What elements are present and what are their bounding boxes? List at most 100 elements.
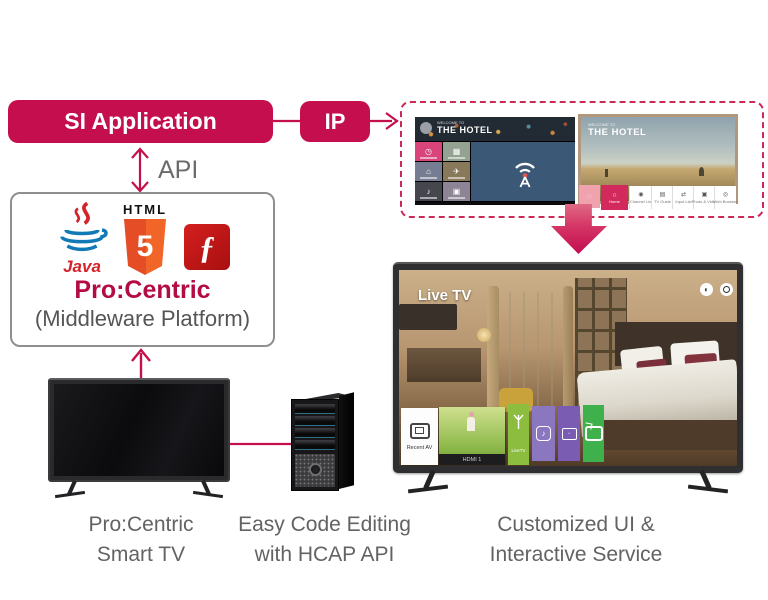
- hdmi-label: HDMI 1: [462, 456, 482, 463]
- music-icon: ♪: [426, 187, 431, 196]
- api-arrow-down-icon: [131, 181, 149, 193]
- portal-bottom-strip: [415, 202, 575, 205]
- smart-tv: [48, 378, 230, 482]
- bell-icon: ◌: [587, 192, 592, 201]
- web-browser-icon: ◎: [722, 192, 729, 198]
- photo-video-icon: ▣: [452, 187, 461, 196]
- caption-customized: Customized UI & Interactive Service: [470, 510, 682, 570]
- hotel-frame-screenshot: WELCOME TO THE HOTEL ◌ ○ Home ◉ Channel …: [578, 114, 738, 210]
- portal-tile-clock: ◷: [415, 142, 442, 161]
- tower-power-knob: [309, 463, 322, 476]
- clock-icon: ◷: [425, 147, 432, 156]
- html5-number: 5: [136, 230, 154, 263]
- photo-video-icon: ▣: [701, 192, 708, 198]
- si-application-block: SI Application: [8, 100, 273, 143]
- recent-tv-icon: [409, 422, 430, 439]
- portal-tile-travel: ✈: [443, 162, 470, 181]
- html5-logo-icon: HTML 5: [117, 202, 173, 282]
- music-app-icon: ♪: [536, 426, 551, 441]
- ip-label: IP: [324, 108, 346, 134]
- launcher-card-smart-tv-app: [583, 405, 604, 462]
- api-arrow-up-icon: [131, 147, 149, 159]
- recent-label: Recent AV: [406, 444, 433, 451]
- si-application-label: SI Application: [64, 108, 217, 134]
- antenna-broadcast-icon: [515, 162, 535, 188]
- livetv-label: LiveTV: [511, 448, 526, 453]
- menu-card-label: Photo & Video: [691, 199, 718, 204]
- server-tower-side: [339, 392, 354, 489]
- caption-line: Customized UI &: [497, 513, 655, 536]
- portal-welcome: WELCOME TO: [437, 120, 465, 125]
- menu-card-label: Web Browser: [713, 199, 738, 204]
- rotate-icon: ◐: [700, 283, 713, 296]
- desk: [407, 348, 481, 382]
- power-icon: ○: [612, 191, 617, 199]
- frame-welcome: WELCOME TO: [588, 122, 616, 127]
- customized-ui-tv: Live TV ◐ Recent AV HDMI 1: [393, 262, 743, 473]
- home-card-label: Home: [609, 198, 620, 204]
- resort-icon: ▦: [452, 147, 461, 156]
- menu-card-notice: ◌: [579, 185, 600, 208]
- tree-silhouette: [699, 167, 704, 176]
- smart-tv-app-icon: [583, 422, 603, 441]
- menu-card-channel-list: ◉ Channel List: [629, 186, 652, 209]
- launcher-card-hdmi: HDMI 1: [439, 407, 505, 465]
- menu-card-tv-guide: ▤ TV Guide: [651, 186, 673, 209]
- live-tv-label: Live TV: [418, 287, 472, 304]
- settings-icon: [720, 283, 733, 296]
- bed-base: [595, 420, 737, 450]
- menu-card-label: Channel List: [629, 199, 653, 204]
- api-label: API: [158, 156, 199, 184]
- menu-card-web-browser: ◎ Web Browser: [713, 186, 738, 209]
- curtain: [563, 286, 573, 414]
- screen-share-icon: ▫: [561, 427, 577, 440]
- wall-tv: [399, 304, 457, 330]
- frame-hotel-title: THE HOTEL: [588, 127, 647, 138]
- server-tower-top: [292, 393, 353, 402]
- girl-figure: [467, 417, 475, 431]
- lamp-glow: [477, 328, 491, 342]
- java-label: Java: [63, 257, 101, 276]
- menu-card-home: ○ Home: [601, 185, 628, 210]
- flash-logo-icon: ƒ: [184, 224, 230, 270]
- middleware-subtitle: (Middleware Platform): [34, 306, 251, 331]
- caption-smart-tv: Pro:Centric Smart TV: [50, 510, 232, 570]
- hotel-room-scene: Live TV ◐ Recent AV HDMI 1: [399, 270, 737, 466]
- menu-card-label: Input List: [675, 199, 692, 204]
- tv-guide-icon: ▤: [659, 192, 666, 198]
- hotel-portal-screenshot: WELCOME TO THE HOTEL ◷ ▦ ⌂ ✈ ♪ ▣: [415, 117, 575, 205]
- launcher-card-screen-share: ▫: [558, 406, 580, 461]
- java-logo-icon: Java: [52, 201, 112, 280]
- caption-line: Smart TV: [96, 543, 186, 566]
- caption-hcap: Easy Code Editing with HCAP API: [222, 510, 427, 570]
- tree-silhouette: [605, 169, 608, 177]
- portal-tile-photo-video: ▣: [443, 182, 470, 201]
- menu-card-photo-video: ▣ Photo & Video: [691, 186, 718, 209]
- curtain: [487, 286, 499, 414]
- launcher-card-music: ♪: [532, 406, 555, 461]
- html-label: HTML: [122, 202, 168, 217]
- antenna-icon: [513, 414, 524, 429]
- smart-tv-screen: [54, 384, 224, 476]
- channel-list-icon: ◉: [638, 192, 644, 198]
- caption-line: Easy Code Editing: [238, 513, 411, 536]
- tv-to-middleware-arrow-icon: [131, 348, 151, 362]
- portal-broadcast-panel: [471, 142, 575, 201]
- portal-tile-music: ♪: [415, 182, 442, 201]
- caption-line: Interactive Service: [489, 543, 663, 566]
- building-icon: ⌂: [426, 167, 431, 176]
- plane-icon: ✈: [453, 167, 460, 176]
- portal-tile-resort: ▦: [443, 142, 470, 161]
- middleware-box: Java HTML 5 ƒ Pro:Centric (Middleware Pl…: [10, 192, 275, 347]
- portal-header: WELCOME TO THE HOTEL: [415, 117, 575, 141]
- server-tower: [291, 399, 339, 491]
- flash-glyph: ƒ: [199, 228, 215, 265]
- ip-to-panel-arrow-icon: [385, 112, 399, 130]
- input-list-icon: ⇄: [680, 192, 687, 198]
- portal-tile-hotel-info: ⌂: [415, 162, 442, 181]
- launcher-card-livetv: LiveTV: [508, 404, 529, 465]
- ip-block: IP: [300, 101, 370, 142]
- tower-mesh-panel: [295, 454, 335, 487]
